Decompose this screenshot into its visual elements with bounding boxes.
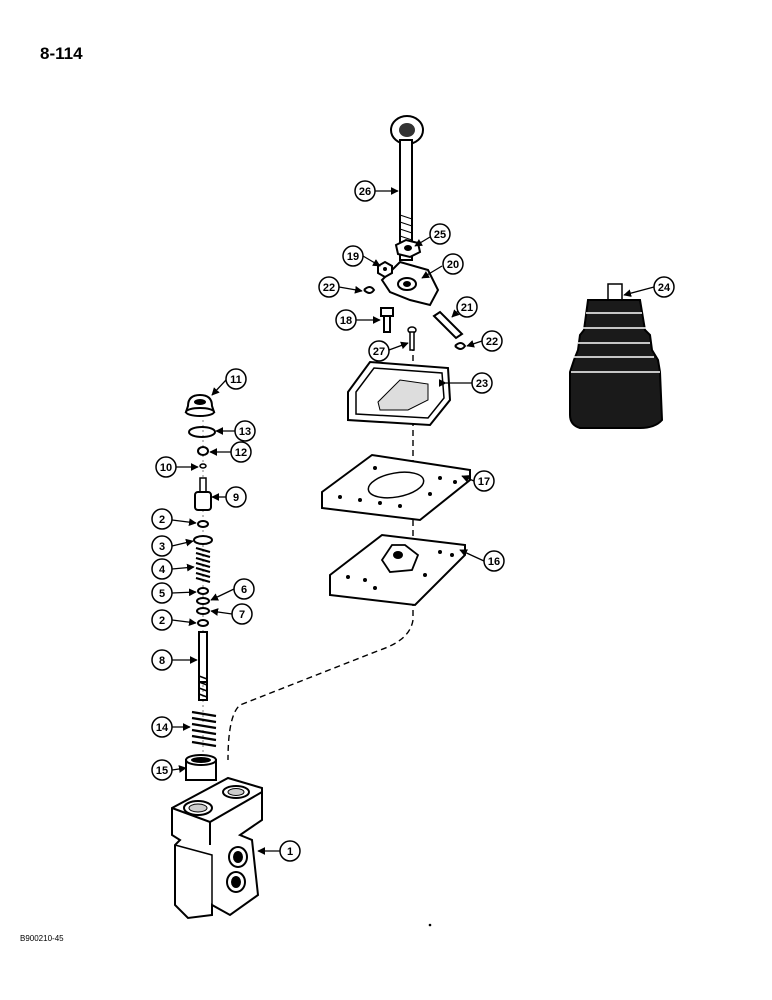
callout-25: 25 <box>429 223 451 245</box>
washer-5-part <box>197 587 209 595</box>
callout-label-7: 7 <box>239 609 245 621</box>
callout-label-16: 16 <box>488 556 500 568</box>
screw-part <box>407 326 417 351</box>
callout-label-24: 24 <box>658 282 671 294</box>
callout-label-15: 15 <box>156 765 168 777</box>
callout-9: 9 <box>225 486 247 508</box>
hex-nut-part <box>394 238 422 259</box>
rubber-boot-part <box>569 283 664 429</box>
eye-rod-part <box>390 115 424 261</box>
cap-part <box>184 393 216 417</box>
bolt-part <box>380 307 394 333</box>
washer-7-part <box>196 607 210 615</box>
callout-4: 4 <box>151 558 173 580</box>
plunger-part <box>194 477 212 511</box>
callout-20: 20 <box>442 253 464 275</box>
callout-label-2-lower: 2 <box>159 615 165 627</box>
callout-19: 19 <box>342 245 364 267</box>
base-plate-part <box>329 533 466 607</box>
callout-label-21: 21 <box>461 302 473 314</box>
washer-2-lower-part <box>197 619 209 627</box>
callout-13: 13 <box>234 420 256 442</box>
callout-11: 11 <box>225 368 247 390</box>
callout-label-11: 11 <box>230 374 242 386</box>
callout-23: 23 <box>446 372 493 394</box>
callout-15: 15 <box>151 759 173 781</box>
callout-label-1: 1 <box>287 846 293 858</box>
washer-6-part <box>196 597 210 605</box>
callout-2-lower: 2 <box>151 609 173 631</box>
callout-2-upper: 2 <box>151 508 173 530</box>
callout-label-22-lower: 22 <box>486 336 498 348</box>
callout-label-12: 12 <box>235 447 247 459</box>
callout-label-26: 26 <box>359 186 371 198</box>
spring-seat-part <box>193 535 213 545</box>
page-number: 8-114 <box>40 44 83 63</box>
callout-label-23: 23 <box>476 378 488 390</box>
callout-8: 8 <box>151 649 173 671</box>
gasket-plate-part <box>321 453 471 522</box>
callout-label-8: 8 <box>159 655 165 667</box>
valve-body-part <box>171 776 263 920</box>
callout-label-22-upper: 22 <box>323 282 335 294</box>
small-nut-part <box>377 260 393 279</box>
retaining-clip-part <box>363 286 467 350</box>
callout-27: 27 <box>368 340 390 362</box>
callout-label-20: 20 <box>447 259 459 271</box>
o-ring-part <box>188 426 216 438</box>
spring-14-part <box>191 710 217 748</box>
callout-6: 6 <box>233 578 255 600</box>
callout-21: 21 <box>456 296 478 318</box>
callout-22-lower: 22 <box>481 330 503 352</box>
callout-7: 7 <box>231 603 253 625</box>
callout-label-9: 9 <box>233 492 239 504</box>
callout-24: 24 <box>653 276 675 298</box>
callout-12: 12 <box>230 441 252 463</box>
callout-17: 17 <box>473 470 495 492</box>
callout-16: 16 <box>483 550 505 572</box>
bushing-part <box>185 754 217 781</box>
leader-lines <box>171 187 655 855</box>
pivot-pin-part <box>432 310 464 340</box>
callout-label-5: 5 <box>159 588 165 600</box>
callout-label-10: 10 <box>160 462 172 474</box>
spool-part <box>198 631 208 701</box>
callout-label-25: 25 <box>434 229 446 241</box>
callout-label-17: 17 <box>478 476 490 488</box>
callout-label-4: 4 <box>159 564 166 576</box>
callout-label-27: 27 <box>373 346 385 358</box>
callout-18: 18 <box>335 309 357 331</box>
callout-10: 10 <box>155 456 177 478</box>
callout-26: 26 <box>354 180 376 202</box>
callout-label-19: 19 <box>347 251 359 263</box>
callout-label-6: 6 <box>241 584 247 596</box>
callout-label-14: 14 <box>156 722 169 734</box>
ring-10-part <box>199 463 207 469</box>
callout-22-upper: 22 <box>318 276 340 298</box>
washer-2-upper-part <box>197 520 209 528</box>
callout-14: 14 <box>151 716 173 738</box>
callout-label-2-upper: 2 <box>159 514 165 526</box>
callout-5: 5 <box>151 582 173 604</box>
figure-code: B900210-45 <box>20 934 64 943</box>
callout-label-18: 18 <box>340 315 352 327</box>
washer-12-part <box>197 446 209 456</box>
callout-label-3: 3 <box>159 541 165 553</box>
spring-4-part <box>195 547 211 583</box>
callout-3: 3 <box>151 535 173 557</box>
callout-label-13: 13 <box>239 426 251 438</box>
callout-1: 1 <box>279 840 301 862</box>
lever-cover-part <box>347 360 452 427</box>
stray-dot <box>428 923 432 927</box>
